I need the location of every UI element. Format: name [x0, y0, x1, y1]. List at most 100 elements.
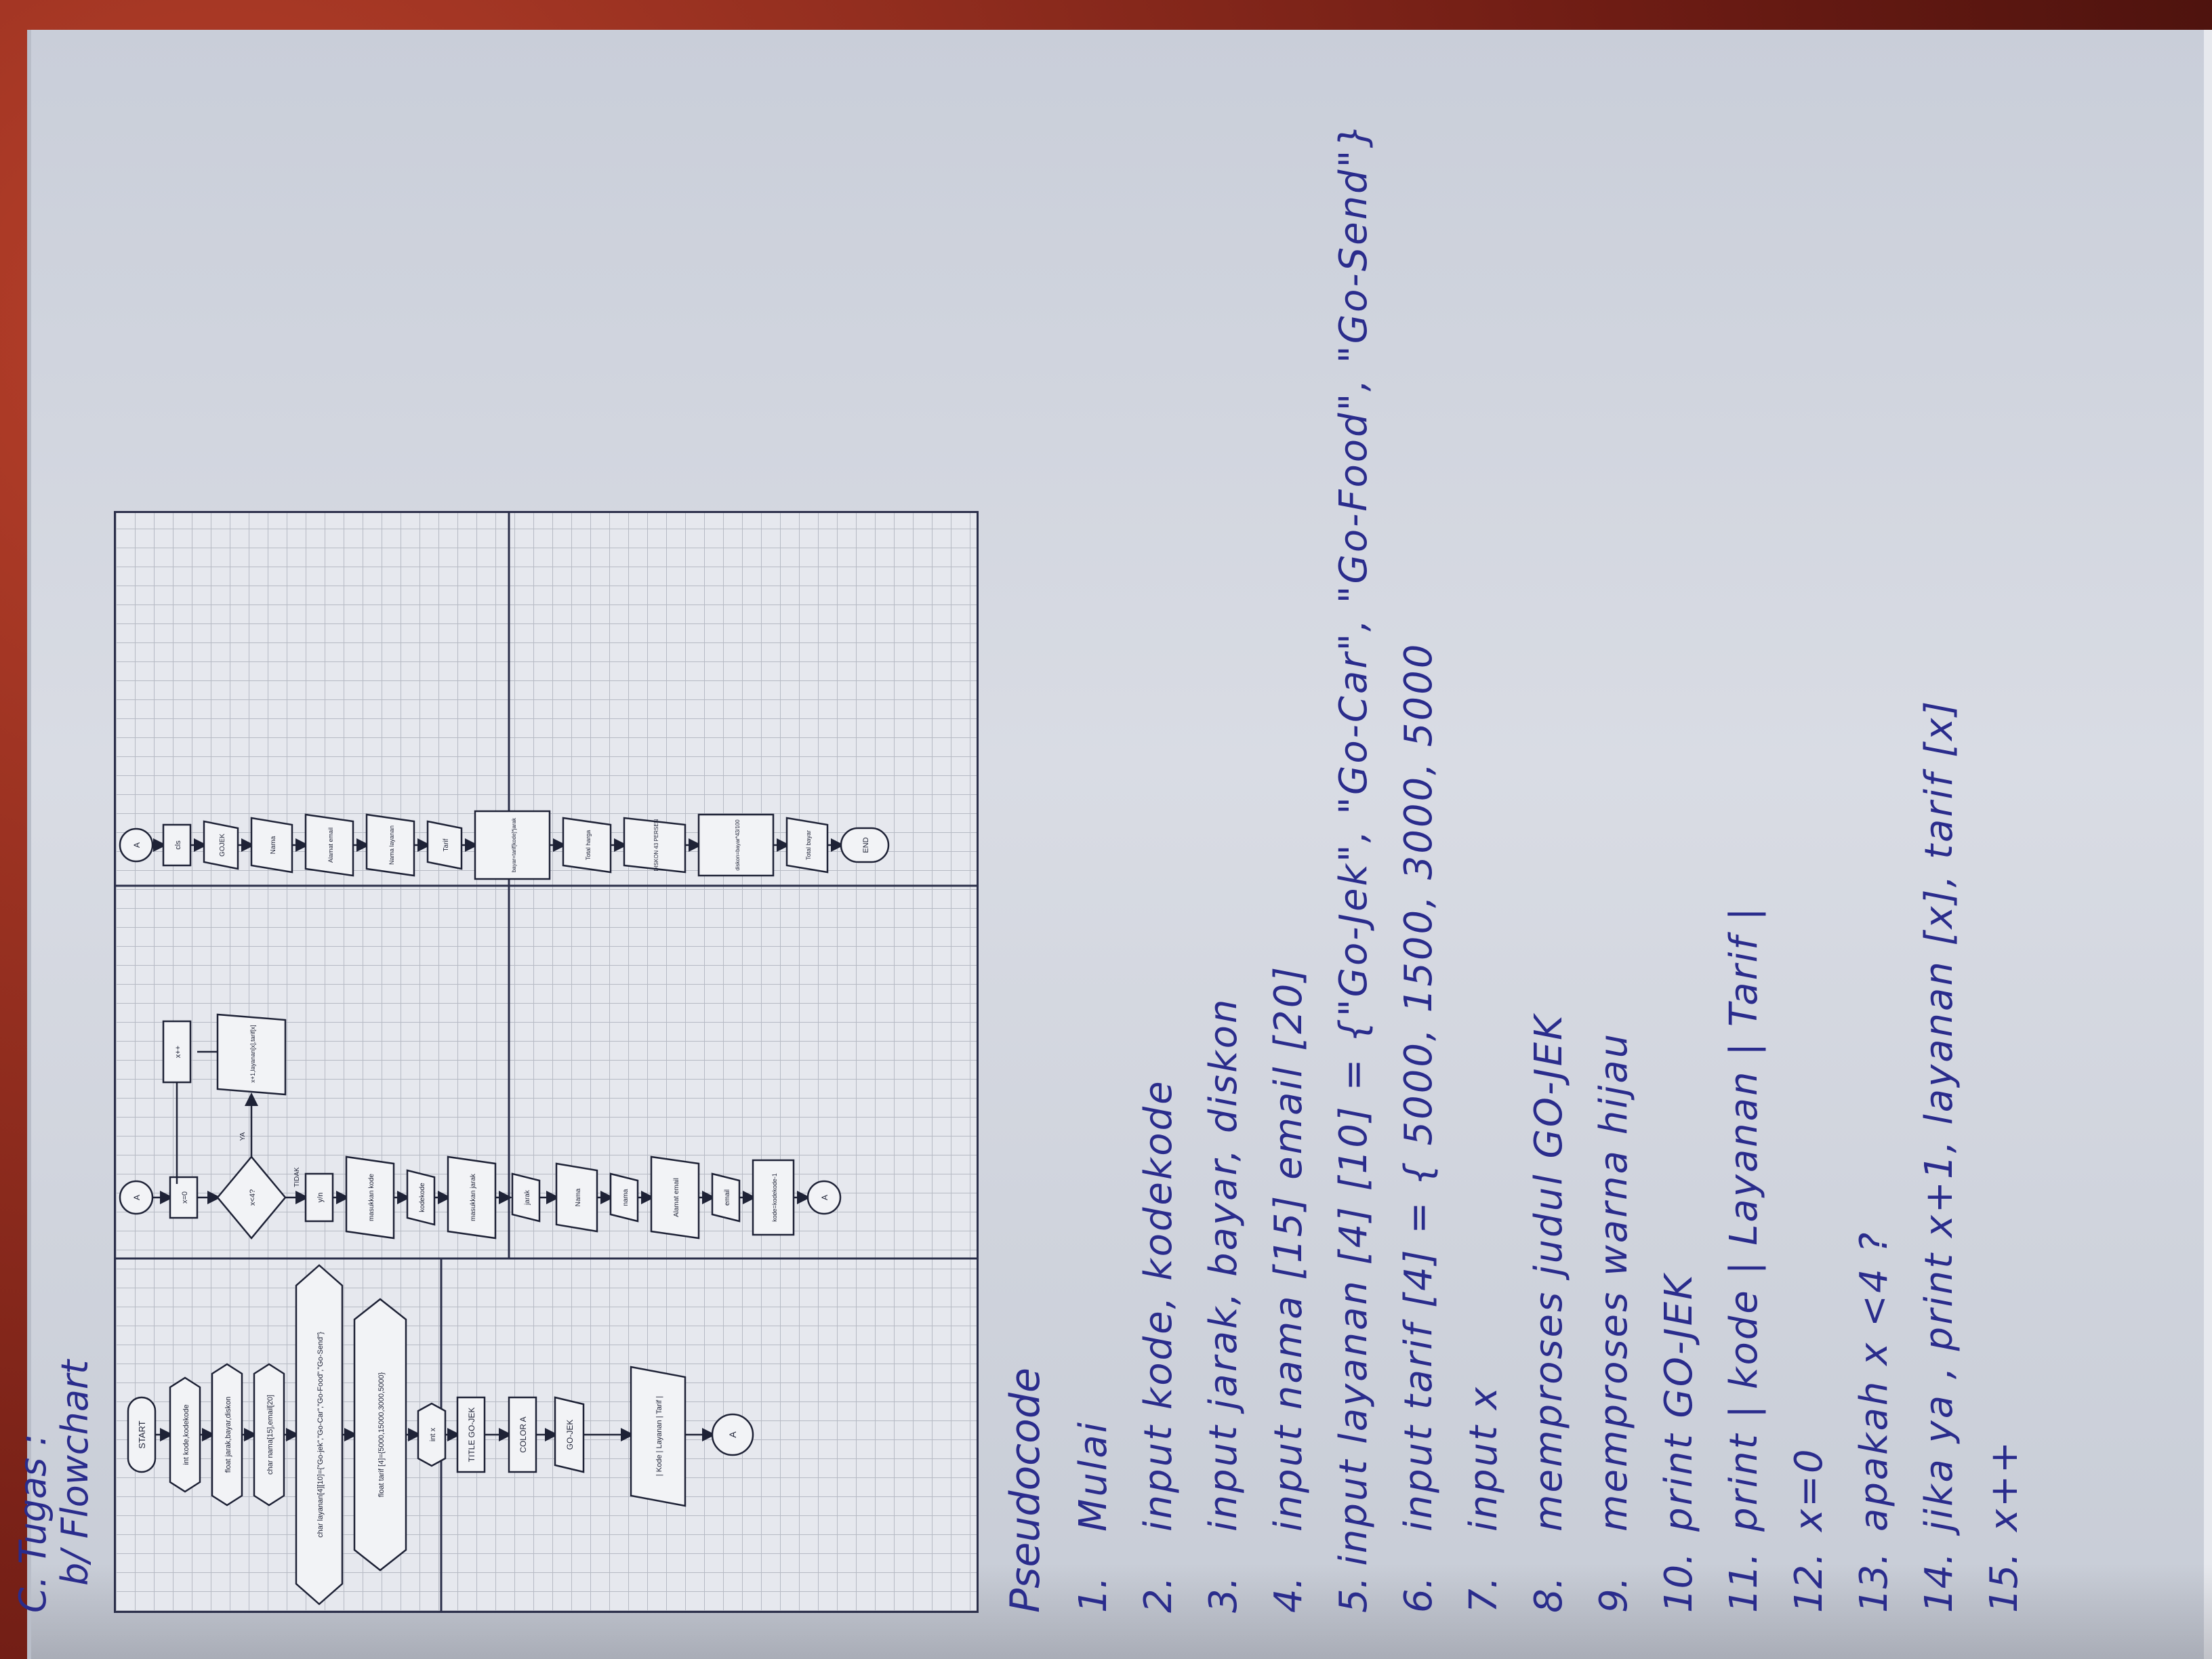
line-text: x=0 — [1787, 1447, 1831, 1532]
line-number: 11. — [1722, 1552, 1766, 1613]
lbl-proc: kode=kodekode-1 — [771, 1173, 778, 1222]
lbl-o5: Tarif — [443, 838, 450, 851]
lbl-decl3: char nama[15],email[20] — [266, 1395, 274, 1475]
input-nama-prompt — [555, 1162, 598, 1233]
line-text: input layanan [4] [10] = {"Go-Jek", "Go-… — [1332, 122, 1376, 1566]
lbl-assign: x=0 — [181, 1191, 189, 1204]
line-text: input nama [15] email [20] — [1267, 964, 1311, 1532]
line-number: 7. — [1462, 1576, 1506, 1613]
line-text: input jarak, bayar, diskon — [1202, 997, 1246, 1532]
lbl-o8: Total bayar — [805, 830, 812, 860]
pseudocode-line: 9. memproses warna hijau — [1582, 122, 1647, 1613]
line-text: input tarif [4] = { 5000, 1500, 3000, 50… — [1397, 642, 1441, 1532]
end-terminal — [840, 827, 890, 863]
lbl-in1: masukkan kode — [368, 1174, 375, 1221]
input-nama — [609, 1172, 639, 1223]
lbl-decision: x<4? — [249, 1189, 257, 1206]
pseudocode-title: Pseudocode — [1002, 1368, 1049, 1613]
lbl-end: END — [862, 837, 870, 853]
line-text: input kode, kodekode — [1136, 1079, 1181, 1532]
out-total-harga — [562, 817, 612, 874]
line-text: memproses warna hijau — [1592, 1031, 1636, 1532]
line-number: 15. — [1982, 1552, 2026, 1613]
lbl-o7: DISKON 43 PERSEN — [653, 819, 659, 871]
lbl-in2: masukkan jarak — [470, 1173, 477, 1221]
lbl-in1b: kodekode — [419, 1183, 426, 1212]
pseudocode-line: 1. Mulai — [1061, 122, 1126, 1613]
line-number: 14. — [1917, 1552, 1961, 1613]
lbl-color: COLOR A — [518, 1416, 528, 1452]
loop-output — [216, 1013, 287, 1096]
lbl-in4b: email — [724, 1189, 731, 1206]
pseudocode-line: 3. input jarak, bayar, diskon — [1191, 122, 1256, 1613]
task-heading: C. Tugas : b/ Flowchart — [12, 1360, 96, 1613]
connector-a-out2 — [806, 1180, 842, 1215]
output-gojek — [554, 1396, 585, 1473]
lbl-no: TIDAK — [293, 1167, 301, 1187]
lbl-loopout: x+1,layanan[x],tarif[x] — [249, 1025, 256, 1082]
task-heading-line2: b/ Flowchart — [54, 1359, 96, 1586]
lbl-o4: Nama layanan — [388, 825, 395, 865]
lbl-in3b: nama — [622, 1189, 630, 1206]
lbl-in3: Nama — [575, 1188, 582, 1206]
line-number: 10. — [1657, 1552, 1701, 1613]
lbl-o1: GOJEK — [219, 834, 226, 857]
line-number: 13. — [1852, 1552, 1896, 1613]
output-header — [630, 1366, 687, 1507]
pseudocode-section: Pseudocode 1. Mulai 2. input kode, kodekod… — [1002, 122, 2037, 1613]
pseudocode-line: 14. jika ya , print x+1, layanan [x], tar… — [1907, 122, 1972, 1613]
line-text: memproses judul GO-JEK — [1527, 1013, 1571, 1532]
line-number: 2. — [1136, 1576, 1181, 1613]
out-gojek — [203, 820, 239, 870]
flowchart-printout: START int kode,kodekode float jarak,baya… — [114, 511, 979, 1613]
rotated-sheet: C. Tugas : b/ Flowchart — [12, 68, 2147, 1626]
out-diskon — [623, 817, 687, 874]
decl-nama — [253, 1363, 285, 1507]
lbl-in2b: jarak — [524, 1189, 531, 1206]
decl-tarif — [353, 1298, 407, 1572]
lbl-proc3: bayar=tarif[kode]*jarak — [511, 817, 517, 872]
lbl-init: int x — [429, 1427, 437, 1441]
line-number: 8. — [1527, 1576, 1571, 1613]
line-text: jika ya , print x+1, layanan [x], tarif … — [1917, 699, 1961, 1532]
decl-layanan — [295, 1264, 344, 1605]
lbl-conn3: A — [820, 1195, 830, 1200]
line-number: 1. — [1071, 1576, 1115, 1613]
pseudocode-line: 4.input nama [15] email [20] — [1256, 122, 1322, 1613]
pseudocode-line: 5. input layanan [4] [10] = {"Go-Jek", "G… — [1322, 122, 1387, 1613]
pseudocode-list: 1. Mulai 2. input kode, kodekode 3. input j… — [1061, 122, 2037, 1613]
line-number: 6. — [1397, 1576, 1441, 1613]
pseudocode-line: 2. input kode, kodekode — [1126, 122, 1191, 1613]
lbl-conn1: A — [727, 1431, 738, 1438]
out-tarif — [426, 820, 463, 870]
line-text: input x — [1462, 1385, 1506, 1532]
lbl-o6: Total harga — [585, 830, 592, 861]
pseudocode-line: 7. input x — [1452, 122, 1517, 1613]
decl-kode — [169, 1376, 201, 1493]
lbl-yes: YA — [239, 1132, 247, 1141]
lbl-proc4: diskon=bayar*43/100 — [735, 819, 741, 871]
connector-a-out — [711, 1413, 754, 1456]
line-number: 3. — [1202, 1576, 1246, 1613]
line-number: 5. — [1332, 1576, 1376, 1613]
line-text: Mulai — [1071, 1420, 1115, 1532]
task-heading-line1: C. Tugas : — [12, 1433, 54, 1613]
out-total-bayar — [785, 817, 829, 874]
flowchart-diagram: START int kode,kodekode float jarak,baya… — [116, 513, 977, 1611]
pseudocode-line: 15.x++ — [1972, 122, 2037, 1613]
line-number: 9. — [1592, 1576, 1636, 1613]
lbl-incr: x++ — [174, 1046, 182, 1058]
pseudocode-line: 13.apakah x <4 ? — [1842, 122, 1907, 1613]
pseudocode-line: 12.x=0 — [1777, 122, 1842, 1613]
lbl-decl4: char layanan[4][10]={"Go-jek","Go-Car","… — [316, 1332, 325, 1538]
line-number: 12. — [1787, 1552, 1831, 1613]
lbl-o3: Alamat email — [327, 827, 334, 863]
lbl-conn2: A — [132, 1195, 142, 1200]
input-jarak-prompt — [447, 1155, 497, 1240]
decl-x — [417, 1402, 447, 1467]
lbl-conn4: A — [132, 842, 142, 848]
lbl-in4: Alamat email — [673, 1178, 680, 1217]
input-email — [711, 1172, 741, 1223]
lbl-out2: | Kode | Layanan | Tarif | — [655, 1396, 663, 1476]
input-kodekode — [406, 1169, 436, 1226]
